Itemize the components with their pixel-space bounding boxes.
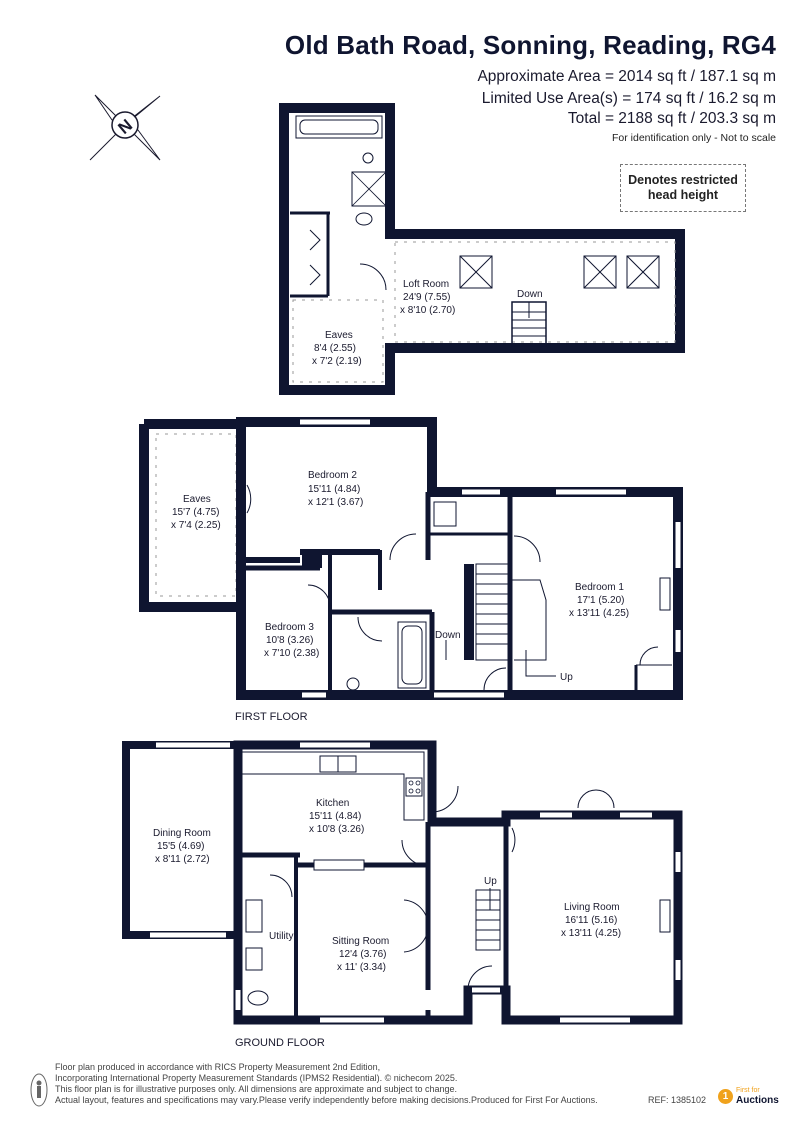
bedroom1-name: Bedroom 1	[575, 582, 624, 593]
loft-room-dim2: x 8'10 (2.70)	[400, 305, 455, 316]
bedroom2-dim2: x 12'1 (3.67)	[308, 497, 363, 508]
gf-up-label: Up	[484, 876, 497, 887]
bedroom2-name: Bedroom 2	[308, 470, 357, 481]
kitchen-name: Kitchen	[316, 798, 349, 809]
living-dim1: 16'11 (5.16)	[565, 915, 617, 926]
utility-name: Utility	[269, 931, 293, 942]
loft-floor	[279, 103, 685, 395]
dining-dim1: 15'5 (4.69)	[157, 841, 205, 852]
sitting-name: Sitting Room	[332, 936, 389, 947]
loft-stairs-label: Down	[517, 289, 543, 300]
living-dim2: x 13'11 (4.25)	[561, 928, 621, 939]
bedroom2-dim1: 15'11 (4.84)	[308, 484, 360, 495]
first-for-auctions-logo-icon: 1 First for Auctions	[718, 1087, 779, 1109]
sitting-dim1: 12'4 (3.76)	[339, 949, 387, 960]
footer-line-3: This floor plan is for illustrative purp…	[55, 1084, 458, 1094]
legend-line-1: Denotes restricted	[628, 173, 738, 187]
bedroom3-name: Bedroom 3	[265, 622, 314, 633]
first-floor	[139, 417, 683, 700]
living-name: Living Room	[564, 902, 620, 913]
loft-eaves-dim1: 8'4 (2.55)	[314, 343, 356, 354]
dining-name: Dining Room	[153, 828, 211, 839]
footer-line-2: Incorporating International Property Mea…	[55, 1073, 458, 1083]
bedroom1-dim2: x 13'11 (4.25)	[569, 608, 629, 619]
brand-top-text: First for	[736, 1087, 760, 1094]
bedroom3-dim1: 10'8 (3.26)	[266, 635, 314, 646]
brand-mark-icon: 1	[718, 1089, 733, 1104]
brand-name-text: Auctions	[736, 1095, 779, 1106]
reference-number: REF: 1385102	[648, 1095, 707, 1105]
page-title: Old Bath Road, Sonning, Reading, RG4	[284, 30, 776, 60]
sitting-dim2: x 11' (3.34)	[337, 962, 386, 973]
approximate-area: Approximate Area = 2014 sq ft / 187.1 sq…	[477, 68, 776, 85]
bedroom3-dim2: x 7'10 (2.38)	[264, 648, 319, 659]
loft-room-name: Loft Room	[403, 279, 449, 290]
ff-eaves-name: Eaves	[183, 494, 211, 505]
kitchen-dim2: x 10'8 (3.26)	[309, 824, 364, 835]
identification-note: For identification only - Not to scale	[612, 132, 776, 144]
footer-line-1: Floor plan produced in accordance with R…	[55, 1062, 381, 1072]
restricted-height-legend: Denotes restricted head height	[620, 164, 746, 212]
ff-eaves-dim2: x 7'4 (2.25)	[171, 520, 221, 531]
loft-eaves-dim2: x 7'2 (2.19)	[312, 356, 362, 367]
ground-floor	[122, 740, 683, 1025]
bedroom1-dim1: 17'1 (5.20)	[577, 595, 625, 606]
dining-dim2: x 8'11 (2.72)	[155, 854, 210, 865]
footer-line-4: Actual layout, features and specificatio…	[55, 1095, 598, 1105]
ground-floor-label: GROUND FLOOR	[235, 1037, 325, 1049]
compass-icon: N	[89, 94, 161, 161]
legend-line-2: head height	[647, 188, 719, 202]
loft-eaves-name: Eaves	[325, 330, 353, 341]
limited-use-area: Limited Use Area(s) = 174 sq ft / 16.2 s…	[481, 90, 776, 107]
ff-eaves-dim1: 15'7 (4.75)	[172, 507, 220, 518]
first-floor-label: FIRST FLOOR	[235, 711, 308, 723]
person-scale-icon	[30, 1073, 48, 1107]
total-area: Total = 2188 sq ft / 203.3 sq m	[567, 110, 776, 127]
kitchen-dim1: 15'11 (4.84)	[309, 811, 361, 822]
loft-room-dim1: 24'9 (7.55)	[403, 292, 451, 303]
ff-down-label: Down	[435, 630, 461, 641]
ff-up-label: Up	[560, 672, 573, 683]
